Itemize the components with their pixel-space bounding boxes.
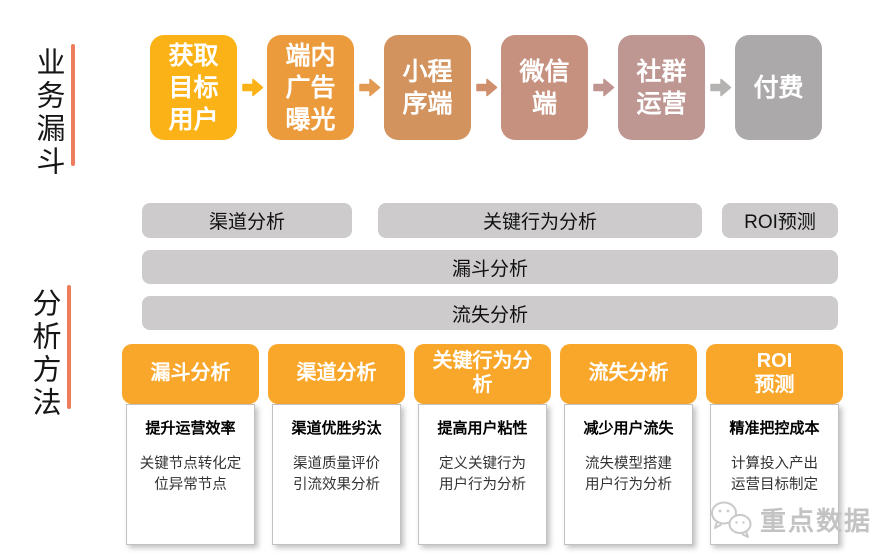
funnel-step-community-ops: 社群 运营 [618, 35, 705, 140]
card-description: 计算投入产出 运营目标制定 [731, 456, 818, 494]
arrow-right-icon [705, 77, 735, 98]
arrow-right-icon [471, 77, 501, 98]
bar-channel-analysis: 渠道分析 [142, 203, 352, 238]
card-subtitle: 提高用户粘性 [437, 420, 528, 437]
card-subtitle: 提升运营效率 [145, 420, 236, 437]
business-funnel-label: 业务漏斗 [32, 47, 64, 179]
funnel-step-wechat: 微信 端 [501, 35, 588, 140]
watermark-text: 重点数据 [760, 505, 873, 536]
card-subtitle: 减少用户流失 [583, 420, 674, 437]
card-churn-analysis: 流失分析 减少用户流失 流失模型搭建 用户行为分析 [560, 344, 697, 545]
card-description: 关键节点转化定 位异常节点 [139, 456, 242, 494]
method-bars-row-1: 渠道分析 关键行为分析 ROI预测 [142, 203, 838, 238]
card-subtitle: 渠道优胜劣汰 [291, 420, 382, 437]
method-coverage-bars: 渠道分析 关键行为分析 ROI预测 漏斗分析 流失分析 [142, 203, 838, 330]
funnel-step-mini-program: 小程 序端 [384, 35, 471, 140]
analysis-methods-accent-line [67, 285, 71, 409]
card-title: ROI 预测 [706, 344, 843, 404]
funnel-step-acquire-users: 获取 目标 用户 [150, 35, 237, 140]
card-channel-analysis: 渠道分析 渠道优胜劣汰 渠道质量评价 引流效果分析 [268, 344, 405, 545]
analysis-methods-label: 分析方法 [28, 288, 60, 420]
card-description: 定义关键行为 用户行为分析 [439, 456, 526, 494]
business-funnel-accent-line [71, 44, 75, 166]
watermark: 重点数据 [708, 498, 872, 540]
card-title: 渠道分析 [268, 344, 405, 404]
card-body: 渠道优胜劣汰 渠道质量评价 引流效果分析 [272, 404, 401, 545]
card-subtitle: 精准把控成本 [729, 420, 820, 437]
card-funnel-analysis: 漏斗分析 提升运营效率 关键节点转化定 位异常节点 [122, 344, 259, 545]
bar-churn-analysis: 流失分析 [142, 296, 838, 330]
card-description: 流失模型搭建 用户行为分析 [585, 456, 672, 494]
arrow-right-icon [237, 77, 267, 98]
arrow-right-icon [354, 77, 384, 98]
card-title: 关键行为分 析 [414, 344, 551, 404]
card-key-behavior-analysis: 关键行为分 析 提高用户粘性 定义关键行为 用户行为分析 [414, 344, 551, 545]
bar-roi-forecast: ROI预测 [722, 203, 838, 238]
card-title: 流失分析 [560, 344, 697, 404]
card-description: 渠道质量评价 引流效果分析 [293, 456, 380, 494]
bar-key-behavior-analysis: 关键行为分析 [378, 203, 702, 238]
card-body: 提升运营效率 关键节点转化定 位异常节点 [126, 404, 255, 545]
chat-bubbles-logo-icon [708, 498, 756, 540]
funnel-step-payment: 付费 [735, 35, 822, 140]
card-title: 漏斗分析 [122, 344, 259, 404]
method-cards: 漏斗分析 提升运营效率 关键节点转化定 位异常节点 渠道分析 渠道优胜劣汰 渠道… [122, 344, 843, 545]
card-body: 提高用户粘性 定义关键行为 用户行为分析 [418, 404, 547, 545]
funnel-step-in-app-ads: 端内 广告 曝光 [267, 35, 354, 140]
arrow-right-icon [588, 77, 618, 98]
funnel-flow: 获取 目标 用户 端内 广告 曝光 小程 序端 微信 端 社群 运营 付费 [150, 35, 822, 140]
card-body: 减少用户流失 流失模型搭建 用户行为分析 [564, 404, 693, 545]
bar-funnel-analysis: 漏斗分析 [142, 250, 838, 284]
